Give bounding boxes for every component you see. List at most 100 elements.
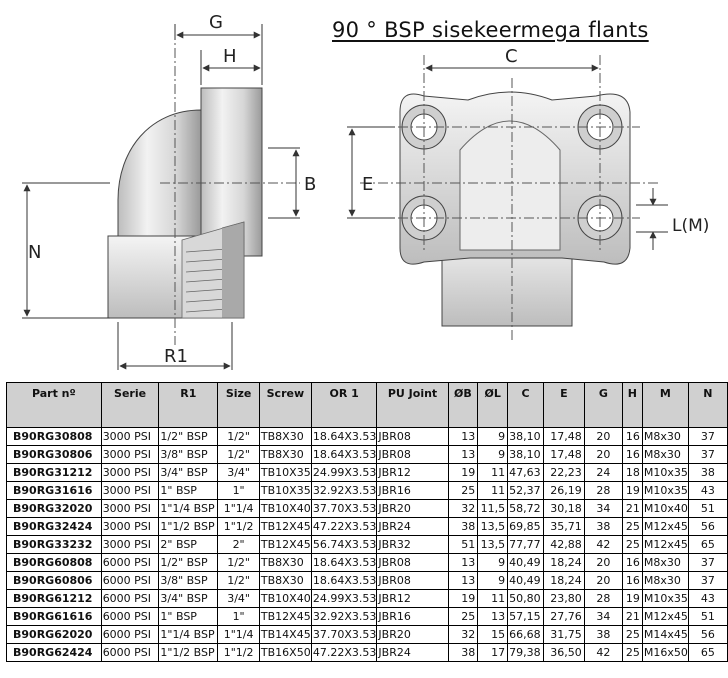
cell-col-g: 38 — [583, 625, 623, 644]
thread-section — [181, 221, 245, 319]
cell-col-h: 19 — [621, 481, 643, 500]
cell-col-r1: 1" BSP — [158, 481, 219, 500]
cell-col-pu-joint: JBR08 — [376, 571, 449, 590]
header-col-r1: R1 — [158, 382, 219, 428]
cell-col-m: M8x30 — [641, 571, 689, 590]
cell-col-part: B90RG61212 — [6, 589, 102, 608]
cell-col-serie: 6000 PSI — [100, 553, 160, 572]
cell-col-serie: 3000 PSI — [100, 517, 160, 536]
header-col-h: H — [621, 382, 643, 428]
dim-label-b: B — [304, 174, 316, 195]
cell-col-or1: 32.92X3.53 — [310, 481, 378, 500]
cell-col-or1: 56.74X3.53 — [310, 535, 378, 554]
side-view — [107, 30, 300, 345]
cell-col-screw: TB10X35 — [258, 463, 312, 482]
cell-col-c: 38,10 — [507, 427, 545, 446]
cell-col-e: 18,24 — [543, 553, 585, 572]
cell-col-r1: 3/4" BSP — [158, 463, 219, 482]
dim-label-n: N — [28, 242, 41, 263]
cell-col-part: B90RG60808 — [6, 553, 102, 572]
cell-col-m: M12x45 — [641, 607, 689, 626]
header-col-n: N — [687, 382, 728, 428]
cell-col-ob: 32 — [447, 499, 479, 518]
dim-label-lm: L(M) — [672, 216, 709, 236]
cell-col-size: 1" — [217, 607, 260, 626]
cell-col-ol: 17 — [477, 643, 509, 662]
cell-col-serie: 6000 PSI — [100, 589, 160, 608]
cell-col-size: 1" — [217, 481, 260, 500]
cell-col-part: B90RG30808 — [6, 427, 102, 446]
cell-col-serie: 3000 PSI — [100, 481, 160, 500]
cell-col-g: 28 — [583, 481, 623, 500]
cell-col-e: 18,24 — [543, 571, 585, 590]
cell-col-screw: TB12X45 — [258, 535, 312, 554]
cell-col-c: 52,37 — [507, 481, 545, 500]
header-col-g: G — [583, 382, 623, 428]
cell-col-part: B90RG60806 — [6, 571, 102, 590]
cell-col-ol: 11 — [477, 463, 509, 482]
cell-col-or1: 32.92X3.53 — [310, 607, 378, 626]
cell-col-g: 20 — [583, 445, 623, 464]
cell-col-ol: 9 — [477, 445, 509, 464]
cell-col-or1: 18.64X3.53 — [310, 553, 378, 572]
cell-col-ol: 11 — [477, 481, 509, 500]
cell-col-n: 37 — [687, 427, 728, 446]
cell-col-ob: 32 — [447, 625, 479, 644]
cell-col-g: 28 — [583, 589, 623, 608]
dim-label-c: C — [505, 46, 518, 67]
cell-col-ob: 38 — [447, 643, 479, 662]
cell-col-n: 65 — [687, 535, 728, 554]
cell-col-pu-joint: JBR24 — [376, 517, 449, 536]
header-col-size: Size — [217, 382, 260, 428]
cell-col-e: 36,50 — [543, 643, 585, 662]
cell-col-screw: TB12X45 — [258, 517, 312, 536]
cell-col-c: 57,15 — [507, 607, 545, 626]
cell-col-part: B90RG32424 — [6, 517, 102, 536]
cell-col-n: 37 — [687, 445, 728, 464]
cell-col-g: 20 — [583, 427, 623, 446]
cell-col-e: 23,80 — [543, 589, 585, 608]
cell-col-ob: 13 — [447, 571, 479, 590]
cell-col-r1: 1"1/2 BSP — [158, 517, 219, 536]
cell-col-serie: 3000 PSI — [100, 463, 160, 482]
cell-col-or1: 24.99X3.53 — [310, 463, 378, 482]
cell-col-part: B90RG62424 — [6, 643, 102, 662]
cell-col-m: M10x40 — [641, 499, 689, 518]
cell-col-ol: 11 — [477, 589, 509, 608]
cell-col-n: 37 — [687, 553, 728, 572]
cell-col-size: 1/2" — [217, 445, 260, 464]
cell-col-h: 21 — [621, 607, 643, 626]
cell-col-n: 56 — [687, 517, 728, 536]
header-col-e: E — [543, 382, 585, 428]
cell-col-pu-joint: JBR08 — [376, 427, 449, 446]
side-view-dimensions — [22, 24, 300, 370]
cell-col-serie: 6000 PSI — [100, 643, 160, 662]
cell-col-size: 1/2" — [217, 427, 260, 446]
cell-col-ob: 13 — [447, 445, 479, 464]
cell-col-pu-joint: JBR12 — [376, 589, 449, 608]
cell-col-or1: 47.22X3.53 — [310, 643, 378, 662]
cell-col-e: 35,71 — [543, 517, 585, 536]
cell-col-screw: TB8X30 — [258, 427, 312, 446]
header-col-c: C — [507, 382, 545, 428]
header-col-pu-joint: PU Joint — [376, 382, 449, 428]
cell-col-r1: 3/8" BSP — [158, 571, 219, 590]
cell-col-r1: 1/2" BSP — [158, 553, 219, 572]
cell-col-ob: 51 — [447, 535, 479, 554]
cell-col-ol: 13,5 — [477, 517, 509, 536]
cell-col-m: M10x35 — [641, 481, 689, 500]
cell-col-m: M10x35 — [641, 589, 689, 608]
cell-col-or1: 37.70X3.53 — [310, 625, 378, 644]
cell-col-m: M8x30 — [641, 427, 689, 446]
cell-col-pu-joint: JBR32 — [376, 535, 449, 554]
cell-col-pu-joint: JBR16 — [376, 607, 449, 626]
cell-col-serie: 3000 PSI — [100, 427, 160, 446]
cell-col-or1: 18.64X3.53 — [310, 427, 378, 446]
cell-col-e: 27,76 — [543, 607, 585, 626]
cell-col-c: 58,72 — [507, 499, 545, 518]
cell-col-ol: 9 — [477, 427, 509, 446]
front-view — [360, 55, 660, 340]
